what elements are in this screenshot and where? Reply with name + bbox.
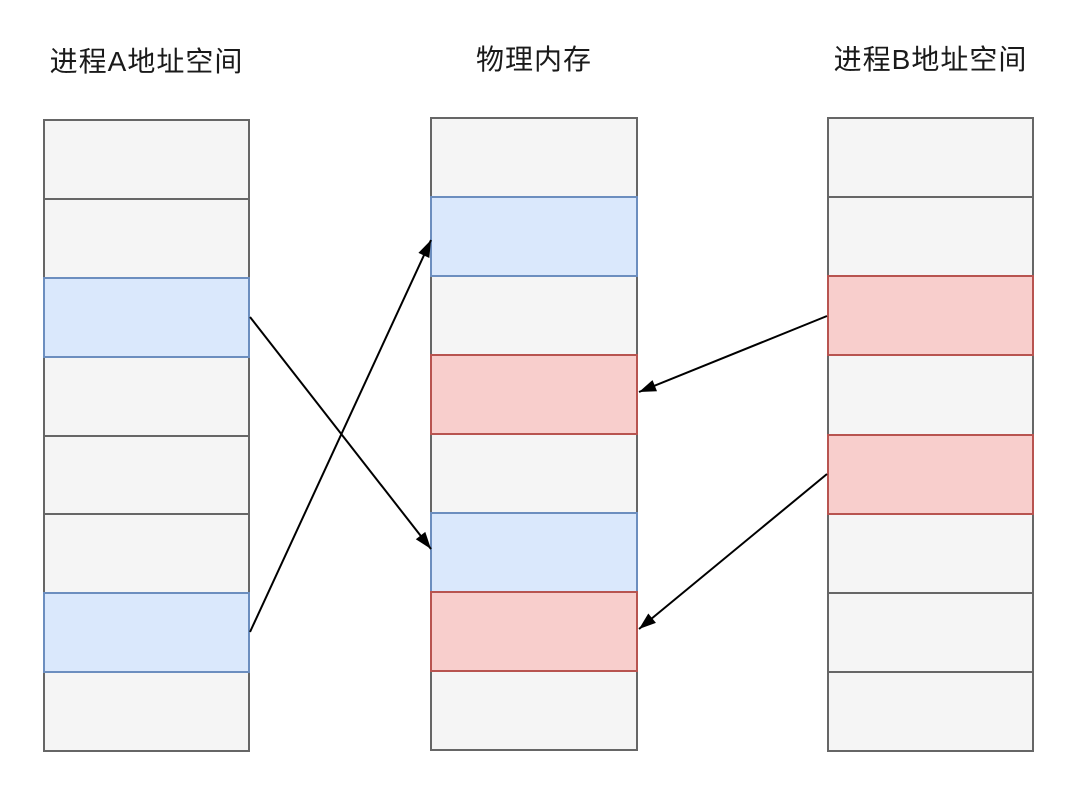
column-process-b-address-space: 进程B地址空间 [827,44,1034,752]
column-title-process-a: 进程A地址空间 [49,46,244,77]
mapping-arrow-process-b-block-3-to-physical-memory-block-4 [638,315,828,393]
process-a-address-space-block-1-gray [43,119,250,200]
physical-memory-block-5-gray [430,433,638,514]
column-title-process-b: 进程B地址空间 [833,44,1028,75]
process-b-address-space-block-1-gray [827,117,1034,199]
process-a-address-space-block-2-gray [43,197,250,279]
process-b-address-space-block-7-gray [827,591,1034,673]
process-b-address-space-block-8-gray [827,670,1034,752]
process-a-address-space-block-4-gray [43,355,250,437]
block-stack-physical-memory [430,117,638,751]
process-b-address-space-block-3-red [827,275,1034,357]
physical-memory-block-7-red [430,591,638,672]
mapping-arrow-process-a-block-3-to-physical-memory-block-6 [249,316,432,550]
process-a-address-space-block-5-gray [43,434,250,516]
physical-memory-block-3-gray [430,275,638,356]
physical-memory-block-8-gray [430,670,638,751]
mapping-arrow-process-a-block-7-to-physical-memory-block-2 [249,239,432,633]
process-b-address-space-block-2-gray [827,196,1034,278]
process-a-address-space-block-3-blue [43,276,250,358]
process-b-address-space-block-4-gray [827,354,1034,436]
physical-memory-block-1-gray [430,117,638,198]
block-stack-process-b [827,117,1034,752]
physical-memory-block-4-red [430,354,638,435]
mapping-arrow-process-b-block-5-to-physical-memory-block-7 [638,473,828,630]
process-a-address-space-block-8-gray [43,671,250,752]
block-stack-process-a [43,119,250,752]
process-b-address-space-block-6-gray [827,512,1034,594]
column-process-a-address-space: 进程A地址空间 [43,46,250,752]
column-physical-memory: 物理内存 [430,44,638,751]
process-a-address-space-block-6-gray [43,513,250,595]
process-b-address-space-block-5-red [827,433,1034,515]
physical-memory-block-6-blue [430,512,638,593]
process-a-address-space-block-7-blue [43,592,250,674]
physical-memory-block-2-blue [430,196,638,277]
column-title-physical-memory: 物理内存 [475,44,592,75]
